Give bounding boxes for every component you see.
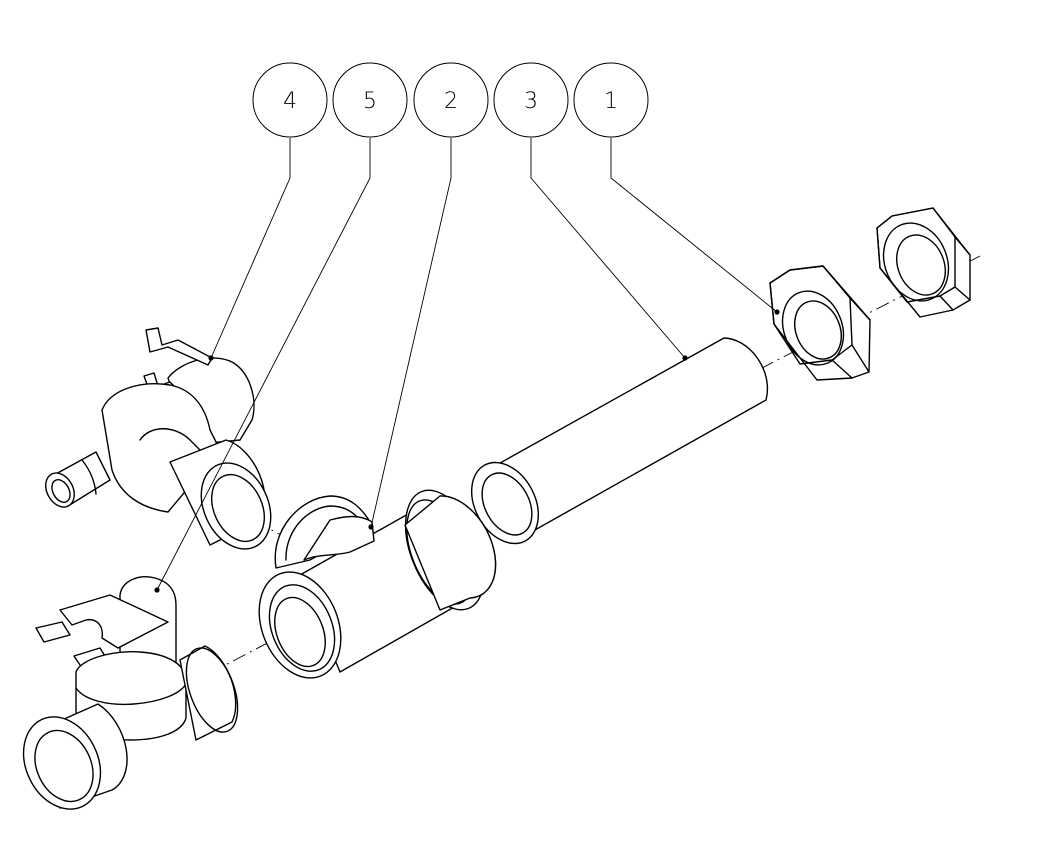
callout-label: 3 [524,89,538,114]
connector4-barb-ring [81,459,97,495]
callout-label: 5 [363,89,377,114]
part-1-nut-front [769,265,871,381]
leader-line-4 [210,138,291,359]
tee-left-flange-mid [268,584,336,672]
callout-circle [573,62,649,138]
tee-left-flange-outer [258,571,342,679]
callout-4: 4 [252,62,328,138]
connector4-barb-end [45,472,75,508]
leader-line-3 [530,138,686,359]
callout-3: 3 [493,62,569,138]
connector4-elbow-seam [139,428,201,451]
leader-line-2 [370,138,452,528]
connector4-upper-tab [145,327,213,366]
part-1-nut-rear [876,207,971,318]
tube-body [483,337,769,536]
callout-2: 2 [413,62,489,138]
part-2-tee [258,489,497,679]
callout-label: 1 [604,89,618,114]
callout-label: 2 [444,89,458,114]
callout-label: 4 [283,89,297,114]
connector5-body-seam [75,683,187,706]
tee-left-bore [274,596,326,668]
callout-circle [413,62,489,138]
tee-right-cover [404,495,497,611]
callout-circle [252,62,328,138]
callout-circle [493,62,569,138]
nut-rear-edges [939,236,971,311]
nut-front-body [769,265,871,381]
leader-line-1 [610,138,778,313]
callout-1: 1 [573,62,649,138]
leader-lines [156,138,778,591]
connector5-right-end [185,647,239,733]
tee-saddle [303,515,375,561]
connector4-socket-bore [210,473,266,543]
callout-5: 5 [332,62,408,138]
connector5-tab-a [35,621,71,643]
nut-rear-bore-inner [896,234,946,296]
connector5-left-socket-bore [34,729,94,803]
nut-front-edges [831,297,871,379]
part-3-tube [470,337,769,545]
leader-line-5 [156,138,371,591]
part-4-angle-connector [45,327,272,550]
nut-rear-bore-outer [882,222,950,302]
callout-circle [332,62,408,138]
nut-front-bore-outer [781,290,845,366]
tee-branch-flange-inner [285,505,364,561]
connector4-socket-end [200,462,272,550]
connector5-tab-plate [59,594,169,649]
connector5-left-socket-end [22,716,102,810]
nut-front-bore-inner [794,300,842,360]
tube-end-inner [481,472,533,536]
part-5-tee-connector [22,576,239,810]
callout-balloons: 4 5 2 3 1 [252,62,649,138]
connector4-barb-bore [51,479,71,503]
